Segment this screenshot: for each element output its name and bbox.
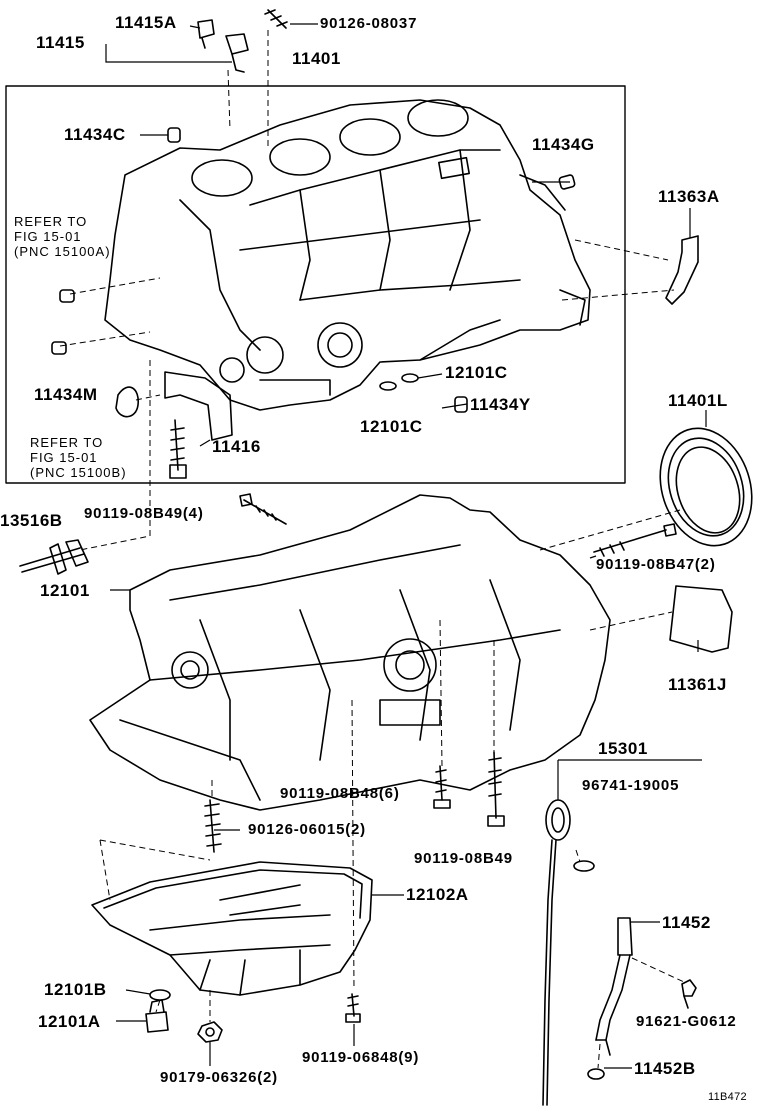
label-12101B: 12101B xyxy=(44,980,107,999)
label-11361J: 11361J xyxy=(668,675,727,694)
refer-note-lower-line-1: REFER TO xyxy=(30,435,104,450)
label-11434M: 11434M xyxy=(34,385,98,404)
bearing-cap xyxy=(164,371,233,479)
label-96741-19005: 96741-19005 xyxy=(582,777,680,794)
bolt-90119-08B48 xyxy=(433,765,451,809)
label-11363A: 11363A xyxy=(658,187,720,206)
label-90126-08037: 90126-08037 xyxy=(320,15,418,32)
crankcase-12101 xyxy=(89,494,611,811)
figure-id: 11B472 xyxy=(708,1091,747,1103)
dowel-11434-upper xyxy=(59,289,75,303)
oil-jet-fittings xyxy=(197,9,288,73)
oring-12101C-b xyxy=(379,381,397,391)
label-12101C-b: 12101C xyxy=(360,417,423,436)
label-12101A: 12101A xyxy=(38,1012,101,1031)
plug-oval xyxy=(115,386,139,418)
label-91621-G0612: 91621-G0612 xyxy=(636,1013,737,1030)
bracket-11363A xyxy=(665,235,699,305)
stud-90126-06015 xyxy=(204,799,222,853)
label-13516B: 13516B xyxy=(0,511,63,530)
dowel-11434M xyxy=(51,341,67,355)
bolt-91621-G0612 xyxy=(681,979,697,1009)
label-90119-06848-9: 90119-06848(9) xyxy=(302,1049,420,1066)
label-90119-08B47-2: 90119-08B47(2) xyxy=(596,556,716,573)
dowel-11434C xyxy=(167,127,181,143)
oring-96741 xyxy=(573,860,595,872)
label-90179-06326-2: 90179-06326(2) xyxy=(160,1069,278,1086)
plug-13516B xyxy=(19,539,89,575)
label-11415A: 11415A xyxy=(115,13,177,32)
nut-90179-06326 xyxy=(197,1021,223,1043)
label-12101: 12101 xyxy=(40,581,90,600)
cylinder-block xyxy=(104,99,591,411)
cylinder-bore-3 xyxy=(339,118,401,156)
label-15301: 15301 xyxy=(598,739,648,758)
refer-note-upper-line-3: (PNC 15100A) xyxy=(14,243,111,259)
cylinder-bore-2 xyxy=(269,138,331,176)
rear-oil-seal xyxy=(659,427,753,547)
refer-note-lower-line-3: (PNC 15100B) xyxy=(30,464,127,480)
label-90126-06015-2: 90126-06015(2) xyxy=(248,821,366,838)
baffle-11361J xyxy=(669,585,733,653)
label-11401L: 11401L xyxy=(668,391,728,410)
oring-12101C-a xyxy=(401,373,419,383)
label-11416: 11416 xyxy=(212,437,261,456)
oil-level-gauge xyxy=(542,799,571,1106)
cylinder-bore-4 xyxy=(407,99,469,137)
label-11401: 11401 xyxy=(292,49,341,68)
label-12102A: 12102A xyxy=(406,885,469,904)
oil-pan xyxy=(91,861,373,996)
refer-note-upper: REFER TO FIG 15-01 (PNC 15100A) xyxy=(14,214,111,260)
oring-11452B xyxy=(587,1068,605,1080)
label-11434C: 11434C xyxy=(64,125,126,144)
label-11415: 11415 xyxy=(36,33,85,52)
label-11434G: 11434G xyxy=(532,135,595,154)
cylinder-bore-1 xyxy=(191,159,253,197)
gauge-guide-11452 xyxy=(595,917,633,1056)
label-90119-08B49: 90119-08B49 xyxy=(414,850,513,867)
dowel-11434G xyxy=(558,174,576,190)
bolt-upper-left xyxy=(239,493,287,525)
bolt-90119-06848 xyxy=(345,993,361,1023)
label-11452B: 11452B xyxy=(634,1059,696,1078)
label-11452: 11452 xyxy=(662,913,711,932)
refer-note-upper-line-2: FIG 15-01 xyxy=(14,228,82,244)
label-90119-08B49-4: 90119-08B49(4) xyxy=(84,505,204,522)
refer-note-lower-line-2: FIG 15-01 xyxy=(30,449,98,465)
cylinder-block-frame xyxy=(5,85,626,484)
label-12101C-a: 12101C xyxy=(445,363,508,382)
bolt-upper-right xyxy=(593,523,677,557)
bolt-90119-08B49-lower xyxy=(487,751,505,827)
drain-plug-12101A xyxy=(145,999,169,1033)
refer-note-upper-line-1: REFER TO xyxy=(14,214,88,229)
gasket-12101B xyxy=(149,989,171,1001)
label-11434Y: 11434Y xyxy=(470,395,531,414)
refer-note-lower: REFER TO FIG 15-01 (PNC 15100B) xyxy=(30,435,127,481)
label-90119-08B48-6: 90119-08B48(6) xyxy=(280,785,400,802)
